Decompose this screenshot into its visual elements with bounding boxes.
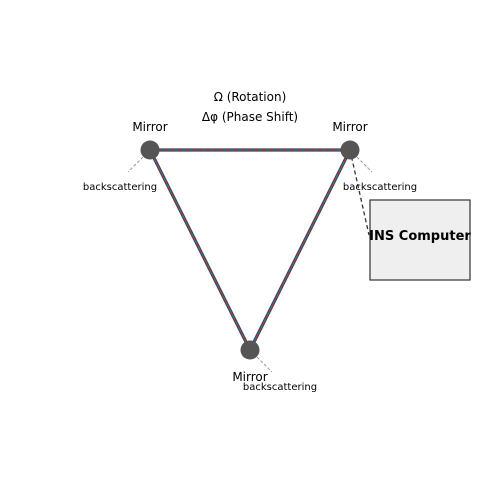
beam-outline [147, 148, 353, 354]
backscatter-right-label: backscattering [343, 182, 417, 193]
mirror-left-label: Mirror [132, 120, 167, 134]
backscatter-left-label: backscattering [83, 182, 157, 193]
beam-path [147, 148, 353, 354]
rotation-label: Ω (Rotation) [214, 90, 287, 104]
phase-shift-label: Δφ (Phase Shift) [202, 110, 298, 124]
mirror-right [340, 140, 360, 160]
mirror-bottom-label: Mirror [232, 370, 267, 384]
ins-computer-label: INS Computer [369, 229, 471, 244]
mirror-right-label: Mirror [332, 120, 367, 134]
ins-computer-box [369, 199, 471, 281]
backscatter-bottom-label: backscattering [243, 382, 317, 393]
mirror-left [140, 140, 160, 160]
computer-connector [349, 149, 370, 236]
mirror-bottom [240, 340, 260, 360]
beam-blue [148, 149, 352, 352]
beam-red [148, 149, 352, 352]
